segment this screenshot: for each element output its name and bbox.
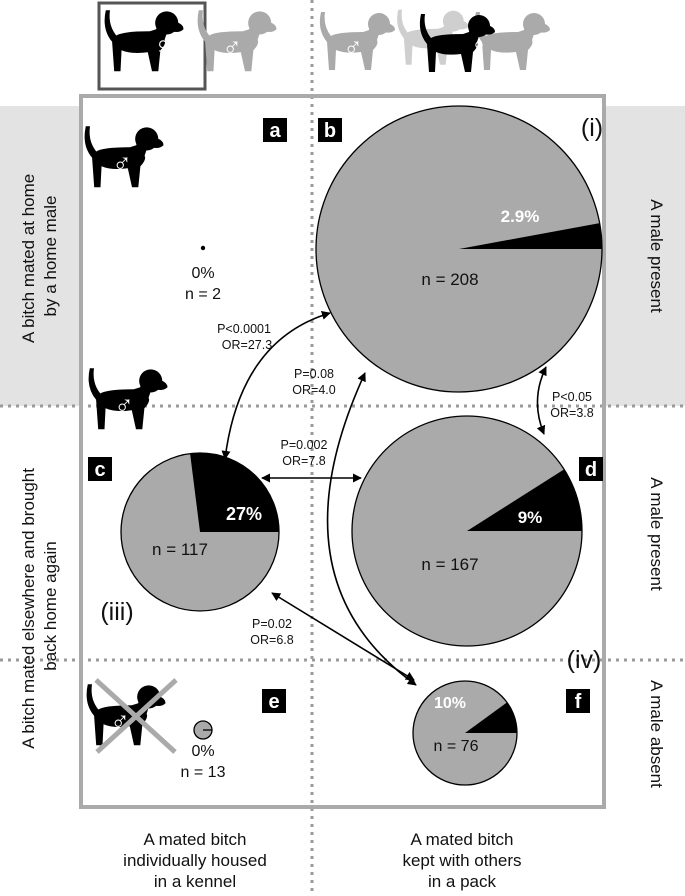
bottom-caption-line: in a pack	[427, 872, 497, 891]
stat-p-bd: P<0.05	[552, 390, 592, 404]
stat-p-cd: P=0.002	[281, 438, 328, 452]
pct-label-d: 9%	[518, 508, 543, 527]
n-label-c: n = 117	[152, 540, 208, 559]
panel-letter-d: d	[585, 459, 597, 481]
pct-label-e: 0%	[191, 743, 214, 760]
bottom-caption-pack: A mated bitch kept with others in a pack	[322, 829, 602, 892]
quadrant-label-i: (i)	[581, 114, 603, 142]
panel-letter-badge	[262, 689, 286, 713]
pct-label-c: 27%	[226, 504, 262, 524]
pie-slice-f	[465, 702, 517, 733]
female-symbol-icon: ♀	[153, 31, 174, 62]
row-label-right-2: A male present	[647, 477, 666, 591]
bottom-caption-line: kept with others	[402, 851, 522, 870]
panel-letter-badge	[88, 457, 112, 481]
stat-p-ac: P<0.0001	[217, 322, 271, 336]
quadrant-label-iv: (iv)	[567, 646, 602, 674]
male-symbol-icon: ♂	[114, 390, 134, 420]
panel-letter-badge	[579, 457, 603, 481]
row-label-right-3: A male absent	[647, 680, 666, 788]
stat-or-cd: OR=7.8	[282, 454, 325, 468]
bottom-caption-line: A mated bitch	[143, 830, 247, 849]
row-label-left-bottom: A bitch mated elsewhere and brought back…	[19, 463, 60, 748]
pie-slice-b	[459, 223, 602, 249]
male-symbol-icon: ♂	[343, 32, 363, 62]
bottom-caption-line: individually housed	[123, 851, 267, 870]
left-band	[0, 106, 82, 406]
n-label-d: n = 167	[421, 555, 478, 574]
arrow-b-d	[536, 366, 547, 435]
male-symbol-icon: ♂	[222, 32, 242, 62]
stat-p-bf: P=0.08	[294, 367, 334, 381]
arrow-a-c	[221, 311, 331, 460]
pie-slice-d	[467, 469, 582, 531]
pie-dot-a	[200, 245, 206, 251]
panel-letter-badge	[566, 689, 590, 713]
n-label-e: n = 13	[181, 764, 226, 781]
bottom-caption-kennel: A mated bitch individually housed in a k…	[55, 829, 335, 892]
pct-label-a: 0%	[191, 265, 214, 282]
panel-letter-b: b	[324, 120, 336, 142]
panel-letter-c: c	[94, 459, 105, 481]
pct-label-f: 10%	[434, 695, 466, 712]
main-frame	[79, 94, 606, 809]
pct-label-b: 2.9%	[501, 207, 540, 226]
panel-letter-f: f	[575, 691, 582, 713]
female-symbol-icon: ♀	[469, 32, 489, 62]
pie-slice-c	[190, 452, 279, 532]
arrow-c-f	[271, 592, 415, 681]
row-label-left-top: A bitch mated at home by a home male	[19, 169, 60, 343]
panel-letter-a: a	[269, 120, 281, 142]
panel-letter-badge	[263, 118, 287, 142]
bottom-caption-line: A mated bitch	[410, 830, 514, 849]
stat-or-ac: OR=27.3	[222, 338, 272, 352]
row-label-right-1: A male present	[647, 199, 666, 313]
n-label-b: n = 208	[421, 270, 478, 289]
stat-p-cf: P=0.02	[252, 617, 292, 631]
n-label-f: n = 76	[434, 738, 479, 755]
cross-line	[95, 678, 178, 754]
male-symbol-icon: ♂	[112, 148, 132, 178]
quadrant-label-iii: (iii)	[100, 598, 133, 626]
selected-dog-box	[97, 1, 207, 91]
n-label-a: n = 2	[185, 286, 221, 303]
bottom-caption-line: in a kennel	[153, 872, 237, 891]
panel-letter-badge	[318, 118, 342, 142]
stat-or-cf: OR=6.8	[250, 633, 293, 647]
stat-or-bf: OR=4.0	[292, 383, 335, 397]
right-band	[604, 106, 685, 406]
panel-letter-e: e	[268, 691, 279, 713]
stat-or-bd: OR=3.8	[550, 406, 593, 420]
